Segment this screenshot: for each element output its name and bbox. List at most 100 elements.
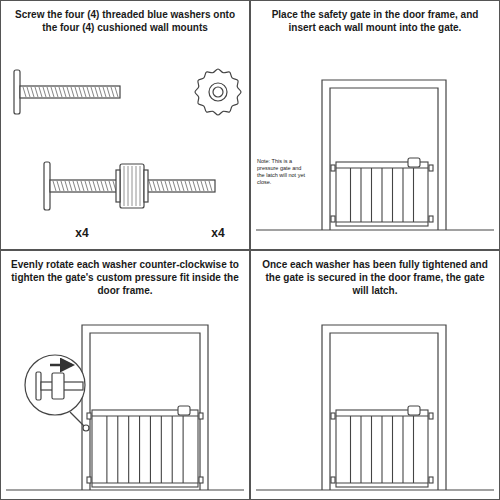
gate-bar <box>381 168 382 222</box>
thread-stroke <box>39 87 42 97</box>
thread-stroke <box>157 181 160 191</box>
thread-stroke <box>53 181 56 191</box>
washer-bore <box>213 87 223 97</box>
thread-stroke <box>83 87 86 97</box>
blue-washer <box>195 69 241 115</box>
door-frame <box>256 325 494 490</box>
screw-thread <box>23 87 118 97</box>
gate-bar <box>106 416 107 483</box>
floor-line <box>6 489 244 490</box>
thread-stroke <box>51 87 54 97</box>
gate-latch <box>408 406 420 415</box>
washer-knurl <box>124 166 140 206</box>
knurl-stroke <box>132 166 133 206</box>
gate-bar <box>392 168 393 222</box>
thread-stroke <box>47 87 50 97</box>
wall-mount-knob <box>331 413 335 419</box>
safety-gate <box>331 406 433 487</box>
quantity-label: x4 <box>62 226 102 240</box>
thread-stroke <box>181 181 184 191</box>
gate-latch <box>408 158 420 167</box>
thread-stroke <box>201 181 204 191</box>
detail-spot <box>83 425 89 431</box>
gate-bar <box>371 168 372 222</box>
magnifier-circle <box>25 355 85 415</box>
quantity-label: x4 <box>198 226 238 240</box>
wall-mount-knob <box>199 413 203 419</box>
thread-stroke <box>169 181 172 191</box>
gate-bar <box>402 168 403 222</box>
thread-stroke <box>101 181 104 191</box>
safety-gate <box>331 158 433 226</box>
thread-stroke <box>149 181 152 191</box>
safety-gates <box>87 158 433 487</box>
floor-line <box>256 229 494 230</box>
gate-bar <box>150 416 151 483</box>
gate-latch <box>178 406 190 415</box>
thread-stroke <box>109 181 112 191</box>
thread-stroke <box>59 87 62 97</box>
thread-stroke <box>153 181 156 191</box>
thread-stroke <box>65 181 68 191</box>
knurl-stroke <box>128 166 129 206</box>
assembled-mount <box>44 162 215 210</box>
thread-stroke <box>99 87 102 97</box>
wall-mount-knob <box>331 216 335 222</box>
bottom-rail <box>92 482 198 483</box>
thread-stroke <box>69 181 72 191</box>
thread-stroke <box>161 181 164 191</box>
thread-stroke <box>97 181 100 191</box>
wall-mount-knob <box>429 216 433 222</box>
thread-stroke <box>103 87 106 97</box>
detail-magnifier <box>25 355 89 431</box>
wall-mount-knob <box>429 477 433 483</box>
thread-stroke <box>177 181 180 191</box>
thread-stroke <box>105 181 108 191</box>
knurl-stroke <box>136 166 137 206</box>
top-rail <box>92 415 198 416</box>
door-frame <box>256 80 494 230</box>
step-caption: Evenly rotate each washer counter-clockw… <box>1 251 249 297</box>
washer-hole <box>209 83 227 101</box>
thread-stroke <box>73 181 76 191</box>
gate-bar <box>413 168 414 222</box>
wall-mount-knob <box>429 413 433 419</box>
thread-stroke <box>61 181 64 191</box>
gate-bar <box>371 416 372 483</box>
thread-stroke <box>85 181 88 191</box>
thread-stroke <box>189 181 192 191</box>
door-jamb <box>82 325 208 490</box>
gate-bar <box>402 416 403 483</box>
thread-stroke <box>165 181 168 191</box>
door-jamb <box>322 80 446 230</box>
mount-cushion <box>44 162 50 210</box>
gate-bar <box>161 416 162 483</box>
note-text: Note: This is a pressure gate and the la… <box>257 158 307 186</box>
thread-stroke <box>27 87 30 97</box>
safety-gate <box>87 406 203 487</box>
thread-stroke <box>173 181 176 191</box>
wall-mount <box>14 70 120 114</box>
gate-bar <box>381 416 382 483</box>
thread-stroke <box>185 181 188 191</box>
wall-mount-knob <box>199 477 203 483</box>
thread-stroke <box>31 87 34 97</box>
thread-stroke <box>67 87 70 97</box>
thread-stroke <box>79 87 82 97</box>
gate-frame <box>92 410 198 487</box>
floor-line <box>256 489 494 490</box>
knurl-stroke <box>140 166 141 206</box>
thread-stroke <box>197 181 200 191</box>
thread-stroke <box>57 181 60 191</box>
gate-bar <box>350 416 351 483</box>
wall-mount-knob <box>331 477 335 483</box>
step-caption: Place the safety gate in the door frame,… <box>251 1 499 34</box>
thread-stroke <box>63 87 66 97</box>
door-jamb <box>322 325 446 490</box>
gate-bar <box>183 416 184 483</box>
thread-stroke <box>55 87 58 97</box>
step-caption: Once each washer has been fully tightene… <box>251 251 499 297</box>
thread-stroke <box>107 87 110 97</box>
gate-bar <box>360 168 361 222</box>
